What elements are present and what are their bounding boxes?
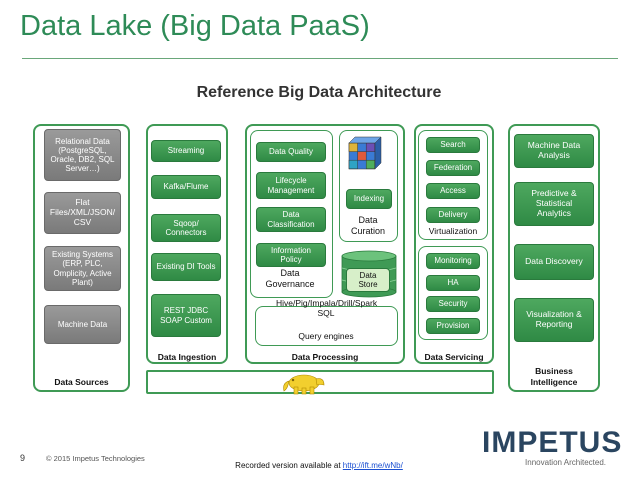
data-ingestion-label: Data Ingestion <box>157 352 217 362</box>
logo-wordmark: IMPETUS <box>482 426 623 459</box>
ingestion-kafka-flume: Kafka/Flume <box>151 175 221 199</box>
ops-ha: HA <box>426 275 480 291</box>
query-engines-label: Query engines <box>298 331 354 341</box>
bi-data-discovery: Data Discovery <box>514 244 594 280</box>
impetus-logo: IMPETUS Innovation Architected. <box>482 426 623 467</box>
curation-label: Data Curation <box>350 215 386 236</box>
governance-data-classification: Data Classification <box>256 207 326 232</box>
logo-tagline: Innovation Architected. <box>525 458 606 467</box>
data-cube-icon <box>348 136 382 170</box>
recorded-link[interactable]: http://ift.me/wNb/ <box>342 461 403 470</box>
virtualization-access: Access <box>426 183 480 199</box>
virtualization-delivery: Delivery <box>426 207 480 223</box>
query-engines-title: Hive/Pig/Impala/Drill/Spark SQL <box>276 298 378 319</box>
data-sources-label: Data Sources <box>54 377 109 387</box>
data-store-label: Data Store <box>346 268 390 292</box>
ingestion-streaming: Streaming <box>151 140 221 162</box>
data-processing-label: Data Processing <box>291 352 359 362</box>
virtualization-label: Virtualization <box>428 226 478 236</box>
page-number: 9 <box>20 453 26 463</box>
page-title: Data Lake (Big Data PaaS) <box>20 10 370 42</box>
ops-monitoring: Monitoring <box>426 253 480 269</box>
ingestion-existing-di-tools: Existing DI Tools <box>151 253 221 281</box>
data-servicing-label: Data Servicing <box>424 352 484 362</box>
bi-predictive-analytics: Predictive & Statistical Analytics <box>514 182 594 226</box>
virtualization-search: Search <box>426 137 480 153</box>
ops-security: Security <box>426 296 480 312</box>
business-intelligence-label: Business Intelligence <box>530 366 578 387</box>
copyright-text: © 2015 Impetus Technologies <box>46 454 145 463</box>
source-relational-data: Relational Data (PostgreSQL, Oracle, DB2… <box>44 129 121 181</box>
ingestion-rest-jdbc-soap: REST JDBC SOAP Custom <box>151 294 221 337</box>
source-machine-data: Machine Data <box>44 305 121 344</box>
source-existing-systems: Existing Systems (ERP, PLC, Omplicity, A… <box>44 246 121 291</box>
governance-information-policy: Information Policy <box>256 243 326 267</box>
governance-lifecycle-management: Lifecycle Management <box>256 172 326 199</box>
query-engines-group <box>255 306 398 346</box>
source-flat-files: Flat Files/XML/JSON/ CSV <box>44 192 121 234</box>
governance-data-quality: Data Quality <box>256 142 326 162</box>
bi-machine-data-analysis: Machine Data Analysis <box>514 134 594 168</box>
bi-visualization-reporting: Visualization & Reporting <box>514 298 594 342</box>
recorded-version-note: Recorded version available at http://ift… <box>0 461 638 470</box>
virtualization-federation: Federation <box>426 160 480 176</box>
recorded-text: Recorded version available at <box>235 461 343 470</box>
curation-indexing: Indexing <box>346 189 392 209</box>
ops-provision: Provision <box>426 318 480 334</box>
title-divider <box>22 58 618 59</box>
governance-label: Data Governance <box>265 268 315 289</box>
hadoop-elephant-icon <box>283 374 325 395</box>
ingestion-sqoop-connectors: Sqoop/ Connectors <box>151 214 221 242</box>
diagram-subtitle: Reference Big Data Architecture <box>196 84 442 101</box>
